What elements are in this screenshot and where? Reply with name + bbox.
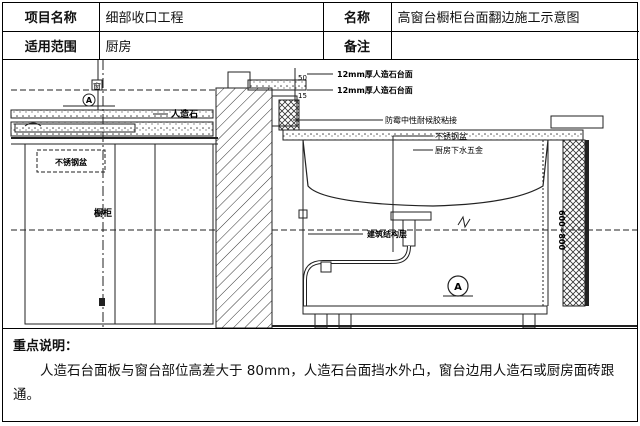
construction-drawing: 窗 A 人造石 不锈钢盆 橱柜 — [10, 59, 637, 328]
left-elevation: 窗 A 人造石 不锈钢盆 橱柜 — [10, 59, 218, 328]
window-sill-stone — [247, 79, 307, 90]
project-name-label: 项目名称 — [3, 3, 100, 32]
stainless-basin-label: 不锈钢盆 — [55, 157, 88, 167]
wall-hatch — [215, 87, 273, 328]
notes-body: 人造石台面板与窗台部位高差大于 80mm，人造石台面挡水外凸，窗台边用人造石或厨… — [13, 362, 615, 403]
sink-basin — [302, 139, 549, 207]
cabinet-label: 橱柜 — [94, 207, 112, 219]
project-name-value: 细部收口工程 — [98, 3, 324, 32]
scope-value: 厨房 — [98, 30, 324, 60]
left-callout-label: A — [86, 96, 93, 105]
window-label: 窗 — [93, 81, 101, 91]
drawing-area: 窗 A 人造石 不锈钢盆 橱柜 — [3, 59, 637, 329]
notes-section: 重点说明： 人造石台面板与窗台部位高差大于 80mm，人造石台面挡水外凸，窗台边… — [3, 329, 637, 413]
header-row-1: 项目名称 细部收口工程 名称 高窗台橱柜台面翻边施工示意图 — [3, 3, 639, 32]
header-table: 项目名称 细部收口工程 名称 高窗台橱柜台面翻边施工示意图 适用范围 厨房 备注 — [3, 3, 639, 60]
right-section: 600~800 50 15 12mm厚人造石台面 12mm厚人造石台面 防霉中性… — [215, 67, 637, 328]
header-row-2: 适用范围 厨房 备注 — [3, 30, 639, 60]
window-sill — [10, 109, 214, 118]
scope-label: 适用范围 — [3, 30, 100, 60]
slab-top-label-1: 12mm厚人造石台面 — [337, 69, 413, 79]
countertop — [282, 129, 584, 140]
glue-label: 防霉中性耐候胶粘接 — [385, 115, 457, 125]
right-callout-label: A — [454, 282, 462, 293]
structure-label: 建筑结构层 — [366, 229, 407, 239]
dim-50-label: 50 — [298, 74, 307, 82]
basin-label: 不锈钢盆 — [435, 131, 467, 141]
remark-label: 备注 — [322, 30, 392, 60]
slab-top-label-2: 12mm厚人造石台面 — [337, 85, 413, 95]
name-label: 名称 — [322, 3, 392, 32]
remark-value — [390, 30, 639, 60]
height-dimension: 600~800 — [557, 209, 566, 250]
notes-title: 重点说明： — [13, 338, 79, 354]
artificial-stone-label: 人造石 — [170, 108, 198, 120]
dim-15-label: 15 — [298, 92, 307, 100]
hardware-label: 厨房下水五金 — [435, 145, 483, 155]
name-value: 高窗台橱柜台面翻边施工示意图 — [390, 3, 639, 32]
